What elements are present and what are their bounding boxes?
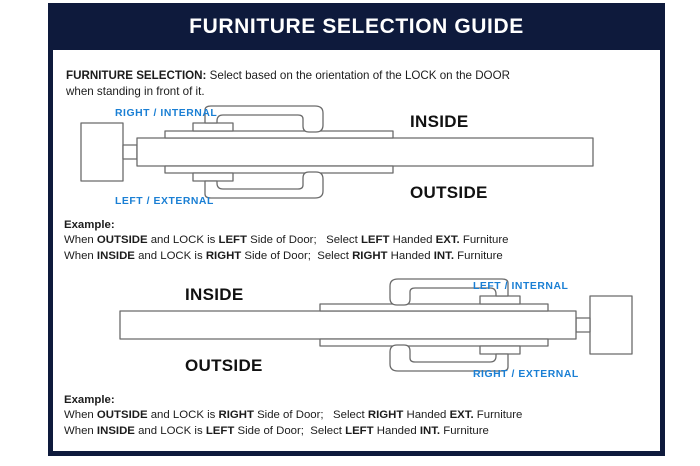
lock-box-icon [80, 122, 124, 182]
escutcheon-plate-outside [164, 165, 394, 174]
eo-l1-mid-2: Side of Door; Select [246, 234, 361, 247]
diagram-two-label-outside: OUTSIDE [185, 356, 263, 375]
escutcheon-plate-outside [319, 338, 549, 347]
guide-frame: FURNITURE SELECTION GUIDE FURNITURE SELE… [48, 3, 665, 456]
eo-l2-bold-2: RIGHT [205, 249, 242, 262]
example-one: Example: When OUTSIDE and LOCK is LEFT S… [64, 218, 654, 264]
door-panel [136, 137, 594, 167]
eo-l1-bold-1: OUTSIDE [96, 234, 148, 247]
door-diagram-lock-right: LEFT / INTERNAL RIGHT / EXTERNAL INSIDE … [53, 278, 660, 388]
lever-handle-outside [389, 344, 509, 372]
et-l1-bold-3: RIGHT [367, 409, 404, 422]
door-panel [119, 310, 577, 340]
eo-l2-mid-3: Handed [387, 249, 434, 262]
et-l1-prefix: When [64, 409, 97, 422]
eo-l1-suffix: Furniture [459, 234, 509, 247]
eo-l1-prefix: When [64, 234, 97, 247]
escutcheon-plate-inside [164, 130, 394, 139]
et-l2-mid-2: Side of Door; Select [234, 424, 346, 437]
diagram-one-label-right-internal: RIGHT / INTERNAL [115, 108, 218, 119]
intro-line2: when standing in front of it. [66, 84, 205, 98]
eo-l2-prefix: When [64, 249, 97, 262]
intro-text: Select based on the orientation of the L… [206, 69, 510, 82]
eo-l2-mid-1: and LOCK is [134, 249, 206, 262]
lock-stem [575, 317, 591, 333]
example-one-line-1: When OUTSIDE and LOCK is LEFT Side of Do… [64, 233, 654, 248]
intro-lead: FURNITURE SELECTION: [66, 69, 207, 82]
handle-hub-outside [479, 345, 521, 355]
eo-l1-mid-1: and LOCK is [147, 234, 219, 247]
et-l1-suffix: Furniture [473, 409, 523, 422]
eo-l1-bold-3: LEFT [360, 234, 390, 247]
lock-box-icon [589, 295, 633, 355]
page-title: FURNITURE SELECTION GUIDE [189, 15, 524, 38]
door-lock-schematic-left [80, 105, 594, 199]
et-l1-mid-3: Handed [403, 409, 450, 422]
lock-stem [122, 144, 138, 160]
et-l2-bold-3: LEFT [345, 424, 374, 437]
et-l1-mid-2: Side of Door; Select [253, 409, 368, 422]
diagram-two-label-inside: INSIDE [185, 285, 244, 304]
et-l1-bold-4: EXT. [449, 409, 474, 422]
et-l2-mid-3: Handed [373, 424, 420, 437]
diagram-one-label-outside: OUTSIDE [410, 183, 488, 202]
et-l2-bold-1: INSIDE [96, 424, 135, 437]
et-l2-prefix: When [64, 424, 97, 437]
handle-hub-inside [479, 295, 521, 305]
door-lock-schematic-right [119, 278, 633, 372]
eo-l2-mid-2: Side of Door; Select [241, 249, 353, 262]
escutcheon-plate-inside [319, 303, 549, 312]
et-l2-bold-4: INT. [419, 424, 441, 437]
diagram-one-label-inside: INSIDE [410, 112, 469, 131]
diagram-two-label-right-external: RIGHT / EXTERNAL [473, 369, 579, 380]
guide-body: FURNITURE SELECTION: Select based on the… [53, 50, 660, 451]
example-two-title: Example: [64, 394, 115, 406]
handle-hub-inside [192, 122, 234, 132]
et-l2-mid-1: and LOCK is [134, 424, 206, 437]
eo-l2-bold-1: INSIDE [96, 249, 135, 262]
example-one-title: Example: [64, 219, 115, 231]
diagram-one-label-left-external: LEFT / EXTERNAL [115, 196, 214, 207]
eo-l2-bold-4: INT. [433, 249, 454, 262]
et-l2-bold-2: LEFT [205, 424, 235, 437]
lever-handle-outside [204, 171, 324, 199]
eo-l1-bold-2: LEFT [218, 234, 247, 247]
eo-l2-suffix: Furniture [454, 249, 503, 262]
handle-hub-outside [192, 172, 234, 182]
lever-handle-inside [204, 105, 324, 133]
eo-l1-bold-4: EXT. [435, 234, 460, 247]
eo-l2-bold-3: RIGHT [352, 249, 388, 262]
example-one-line-2: When INSIDE and LOCK is RIGHT Side of Do… [64, 249, 654, 264]
et-l2-suffix: Furniture [440, 424, 489, 437]
intro-paragraph: FURNITURE SELECTION: Select based on the… [66, 68, 651, 99]
et-l1-bold-2: RIGHT [218, 409, 254, 422]
example-two: Example: When OUTSIDE and LOCK is RIGHT … [64, 393, 654, 439]
et-l1-bold-1: OUTSIDE [96, 409, 148, 422]
example-two-line-2: When INSIDE and LOCK is LEFT Side of Doo… [64, 424, 654, 439]
door-diagram-lock-left: RIGHT / INTERNAL LEFT / EXTERNAL INSIDE … [53, 105, 660, 215]
lever-handle-inside [389, 278, 509, 306]
example-two-line-1: When OUTSIDE and LOCK is RIGHT Side of D… [64, 408, 654, 423]
et-l1-mid-1: and LOCK is [147, 409, 219, 422]
diagram-two-label-left-internal: LEFT / INTERNAL [473, 281, 569, 292]
eo-l1-mid-3: Handed [389, 234, 436, 247]
